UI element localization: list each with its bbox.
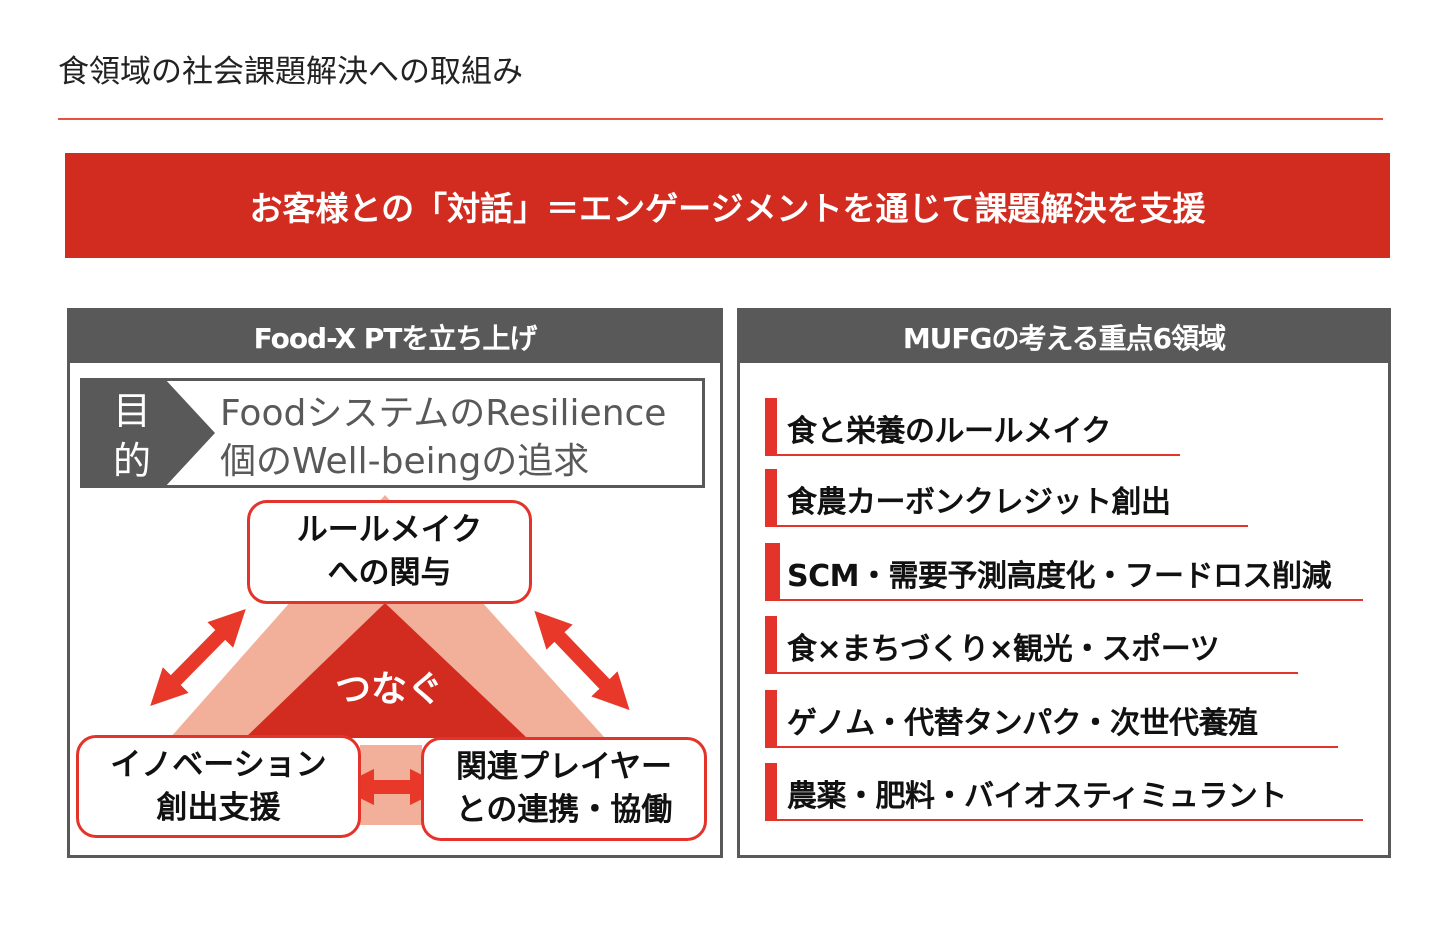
collaboration-box: 関連プレイヤーとの連携・協働 (421, 737, 707, 841)
focus-area-item: ゲノム・代替タンパク・次世代養殖 (765, 690, 1338, 748)
food-x-panel-header: Food-X PTを立ち上げ (70, 311, 720, 363)
focus-area-label: ゲノム・代替タンパク・次世代養殖 (787, 706, 1258, 741)
focus-area-item: SCM・需要予測高度化・フードロス削減 (765, 543, 1363, 601)
box-line: との連携・協働 (455, 792, 673, 828)
purpose-line-2: 個のWell-beingの追求 (220, 441, 590, 482)
focus-area-label: 食×まちづくり×観光・スポーツ (787, 632, 1220, 667)
box-line: 関連プレイヤー (455, 749, 673, 785)
purpose-label-chevron (80, 378, 215, 488)
rule-making-box: ルールメイクへの関与 (247, 500, 532, 604)
focus-areas-header: MUFGの考える重点6領域 (740, 311, 1388, 363)
page-title: 食領域の社会課題解決への取組み (58, 54, 523, 90)
focus-area-item: 食と栄養のルールメイク (765, 398, 1180, 456)
focus-area-label: 食農カーボンクレジット創出 (787, 485, 1171, 520)
connect-label: つなぐ (335, 669, 444, 710)
title-divider (58, 118, 1383, 120)
purpose-label-char: 目 (112, 389, 151, 433)
focus-area-label: 食と栄養のルールメイク (787, 414, 1111, 449)
headline-banner: お客様との「対話」＝エンゲージメントを通じて課題解決を支援 (65, 153, 1390, 258)
box-line: ルールメイク (296, 512, 483, 548)
box-line: イノベーション (110, 746, 327, 783)
focus-area-label: 農薬・肥料・バイオスティミュラント (787, 779, 1287, 814)
right-double-arrow (534, 610, 630, 711)
purpose-label: 目的 (112, 386, 152, 486)
innovation-box: イノベーション創出支援 (76, 735, 361, 838)
box-line: 創出支援 (156, 789, 281, 826)
focus-area-item: 食農カーボンクレジット創出 (765, 469, 1248, 527)
left-double-arrow (150, 609, 246, 706)
focus-area-item: 農薬・肥料・バイオスティミュラント (765, 763, 1363, 821)
purpose-text: FoodシステムのResilience 個のWell-beingの追求 (220, 390, 666, 486)
box-line: への関与 (327, 555, 452, 591)
focus-area-item: 食×まちづくり×観光・スポーツ (765, 616, 1298, 674)
focus-areas-panel: MUFGの考える重点6領域 (737, 308, 1391, 858)
focus-area-label: SCM・需要予測高度化・フードロス削減 (787, 559, 1331, 594)
inner-triangle (245, 603, 527, 738)
purpose-line-1: FoodシステムのResilience (220, 393, 667, 434)
purpose-label-char: 的 (112, 439, 151, 483)
